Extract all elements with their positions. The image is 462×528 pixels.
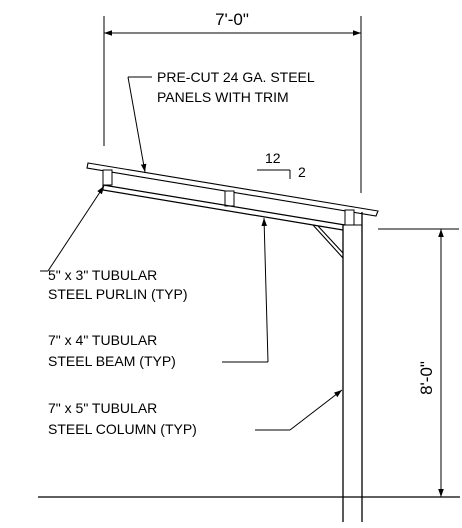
slope-indicator: 12 2 bbox=[257, 150, 306, 180]
callout-panels-line2: PANELS WITH TRIM bbox=[157, 89, 289, 105]
height-dimension: 8'-0" bbox=[378, 228, 459, 497]
slope-run-label: 12 bbox=[265, 150, 281, 166]
callout-column-line1: 7" x 5" TUBULAR bbox=[48, 400, 157, 416]
roof-panel bbox=[86, 162, 379, 217]
beam bbox=[102, 184, 346, 231]
width-dimension-label: 7'-0" bbox=[215, 10, 249, 29]
callout-purlin-line1: 5" x 3" TUBULAR bbox=[48, 267, 157, 283]
height-dimension-label: 8'-0" bbox=[417, 361, 436, 395]
purlin-left bbox=[102, 169, 113, 186]
callout-panels: PRE-CUT 24 GA. STEEL PANELS WITH TRIM bbox=[127, 69, 315, 173]
callout-beam-line1: 7" x 4" TUBULAR bbox=[48, 332, 157, 348]
callout-beam-line2: STEEL BEAM (TYP) bbox=[48, 353, 176, 369]
callout-column-line2: STEEL COLUMN (TYP) bbox=[48, 421, 197, 437]
callout-purlin: 5" x 3" TUBULAR STEEL PURLIN (TYP) bbox=[40, 185, 188, 302]
slope-rise-label: 2 bbox=[298, 164, 306, 180]
column bbox=[342, 212, 363, 522]
purlin-middle bbox=[224, 190, 235, 207]
callout-purlin-line2: STEEL PURLIN (TYP) bbox=[48, 286, 188, 302]
callout-column: 7" x 5" TUBULAR STEEL COLUMN (TYP) bbox=[48, 389, 343, 437]
callout-beam: 7" x 4" TUBULAR STEEL BEAM (TYP) bbox=[48, 217, 269, 369]
purlin-right bbox=[344, 209, 355, 226]
width-dimension: 7'-0" bbox=[103, 10, 362, 193]
knee-brace bbox=[312, 224, 344, 259]
callout-panels-line1: PRE-CUT 24 GA. STEEL bbox=[157, 69, 315, 85]
